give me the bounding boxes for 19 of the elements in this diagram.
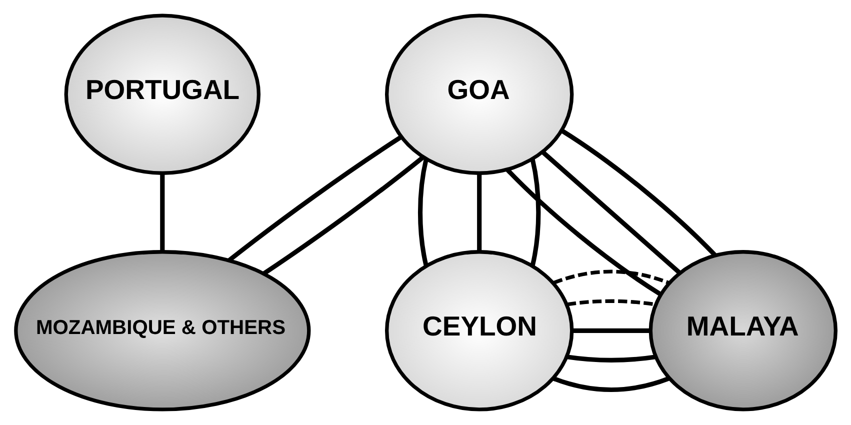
node-ellipse: CEYLON [384,250,574,412]
connector [560,128,716,257]
connector [552,376,670,392]
node-ellipse: MALAYA [648,250,837,412]
connector [227,135,402,262]
node-ellipse: GOA [384,14,574,175]
connector [505,168,662,296]
connector [160,174,164,252]
connector [417,158,428,266]
node-ellipse: PORTUGAL [64,14,260,175]
connector [476,174,482,252]
connector [566,299,656,306]
connector [566,354,656,362]
connector [530,158,540,266]
connector [552,270,670,285]
node-ellipse: MOZAMBIQUE & OTHERS [14,250,310,412]
connector [572,328,650,333]
connector [540,150,681,274]
connector [262,156,424,276]
